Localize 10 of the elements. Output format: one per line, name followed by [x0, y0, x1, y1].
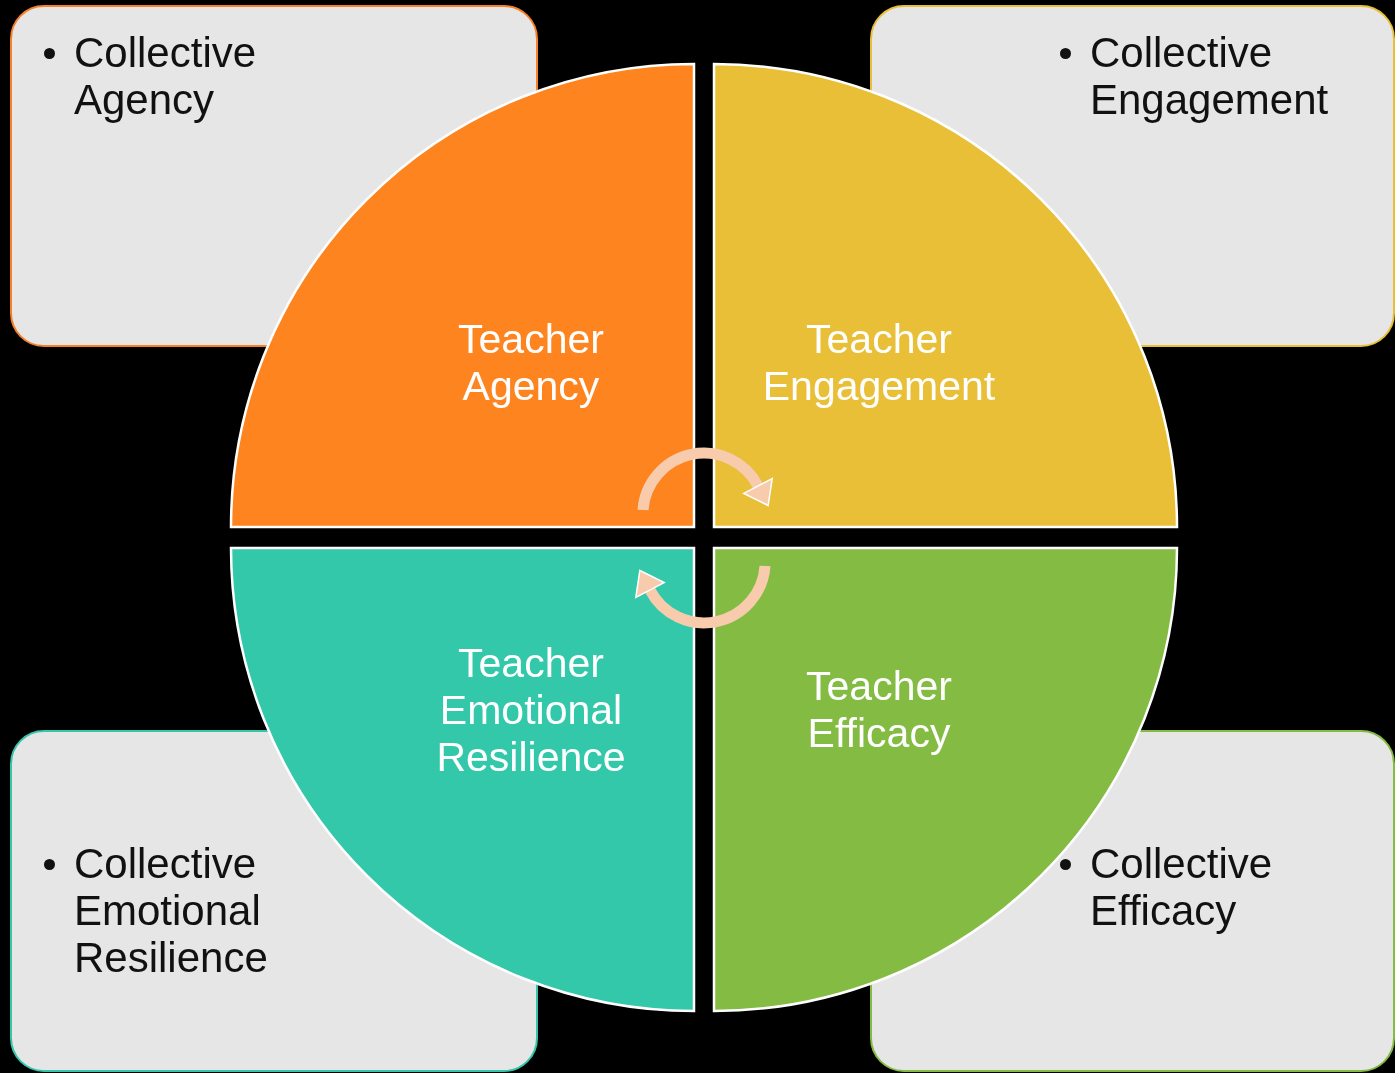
quadrant-label: Teacher Agency — [457, 316, 605, 410]
quadrant-label: Teacher Efficacy — [805, 663, 953, 757]
cycle-arrow — [637, 447, 773, 511]
quadrant-label: Teacher Emotional Resilience — [435, 640, 627, 781]
bullet-text: Collective Emotional Resilience — [74, 840, 269, 981]
cycle-arrow — [635, 565, 771, 629]
bullet-text: Collective Efficacy — [1090, 840, 1274, 934]
quadrant-label: Teacher Engagement — [761, 316, 997, 410]
bullet-text: Collective Engagement — [1090, 29, 1330, 123]
bullet-text: Collective Agency — [74, 29, 258, 123]
